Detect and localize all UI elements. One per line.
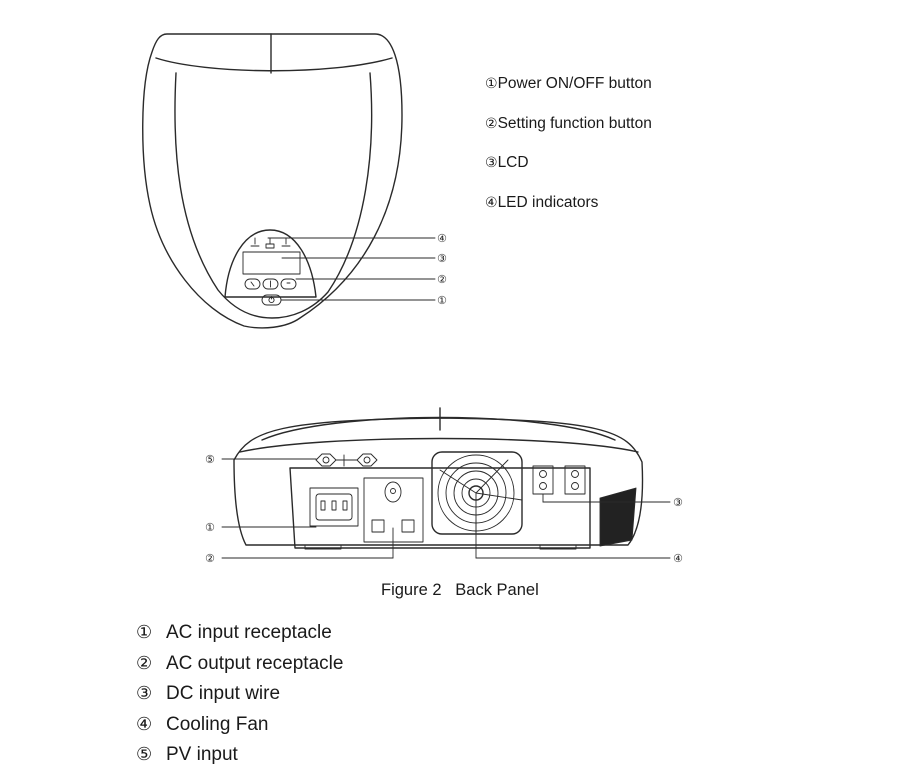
front-panel-inner-face xyxy=(174,72,373,319)
back-legend-item: ① AC input receptacle xyxy=(136,622,343,644)
back-callout-labels: ⑤ ① ② ③ ④ xyxy=(205,453,683,565)
back-callout-2: ② xyxy=(205,552,215,565)
back-panel-recess xyxy=(289,467,591,549)
back-legend-item: ③ DC input wire xyxy=(136,683,343,705)
back-legend-label: AC output receptacle xyxy=(166,652,344,674)
back-panel-feet xyxy=(304,544,577,550)
back-legend-num: ④ xyxy=(136,713,153,735)
ac-input-receptacle xyxy=(309,487,359,527)
dc-input-wire-glands xyxy=(532,465,586,495)
back-legend-num: ⑤ xyxy=(136,744,153,766)
lcd-screen xyxy=(242,251,301,275)
cooling-fan xyxy=(431,451,523,535)
front-callout-leaders xyxy=(267,237,436,301)
side-vent-grille xyxy=(599,487,637,547)
back-legend-item: ⑤ PV input xyxy=(136,744,343,766)
setting-button-middle xyxy=(262,278,279,290)
front-callout-3: ③ xyxy=(437,252,447,265)
front-legend-item: ①Power ON/OFF button xyxy=(485,74,652,94)
back-legend-num: ③ xyxy=(136,683,153,705)
back-legend-label: PV input xyxy=(166,744,238,766)
figure-caption: Figure 2 Back Panel xyxy=(381,581,539,599)
front-panel-top-cap xyxy=(155,57,393,72)
setting-button-right xyxy=(280,278,297,290)
led-indicators xyxy=(250,237,291,249)
back-panel-drawing xyxy=(221,407,671,559)
back-legend-label: DC input wire xyxy=(166,683,281,705)
front-legend-label: LED indicators xyxy=(497,194,599,212)
front-callout-4: ④ xyxy=(437,232,447,245)
setting-function-buttons xyxy=(244,278,297,290)
front-legend-item: ③LCD xyxy=(485,153,652,173)
back-legend-label: AC input receptacle xyxy=(166,622,332,643)
back-panel-top-ridge xyxy=(239,437,639,453)
back-callout-4: ④ xyxy=(673,552,683,565)
back-panel-top-plate xyxy=(261,416,616,441)
front-callout-2: ② xyxy=(437,273,447,286)
back-legend-item: ④ Cooling Fan xyxy=(136,714,343,736)
front-legend-item: ④LED indicators xyxy=(485,193,652,213)
front-panel-outer-shell xyxy=(142,33,403,329)
front-legend-num: ③ xyxy=(485,155,498,172)
pv-input-terminals xyxy=(315,453,378,467)
back-panel-legend: ① AC input receptacle ② AC output receptac… xyxy=(136,622,343,775)
back-callout-5: ⑤ xyxy=(205,453,215,466)
front-legend-num: ④ xyxy=(485,195,498,212)
back-legend-item: ② AC output receptacle xyxy=(136,653,343,675)
front-panel-legend: ①Power ON/OFF button ②Setting function b… xyxy=(485,74,652,233)
front-legend-num: ② xyxy=(485,115,498,132)
back-callout-3: ③ xyxy=(673,496,683,509)
control-recess xyxy=(224,229,317,298)
front-legend-item: ②Setting function button xyxy=(485,114,652,134)
back-panel-body xyxy=(233,417,644,546)
back-callout-leaders xyxy=(221,458,671,559)
back-legend-label: Cooling Fan xyxy=(166,713,269,735)
back-legend-num: ① xyxy=(136,622,153,643)
front-legend-num: ① xyxy=(485,76,498,92)
front-legend-label: Power ON/OFF button xyxy=(497,75,652,92)
front-callout-1: ① xyxy=(437,294,447,307)
ac-output-receptacle xyxy=(363,477,424,543)
front-legend-label: LCD xyxy=(497,154,529,172)
back-legend-num: ② xyxy=(136,652,153,674)
front-legend-label: Setting function button xyxy=(497,114,652,132)
setting-button-left xyxy=(244,278,261,290)
back-callout-1: ① xyxy=(205,521,215,534)
front-callout-labels: ④ ③ ② ① xyxy=(437,232,447,307)
